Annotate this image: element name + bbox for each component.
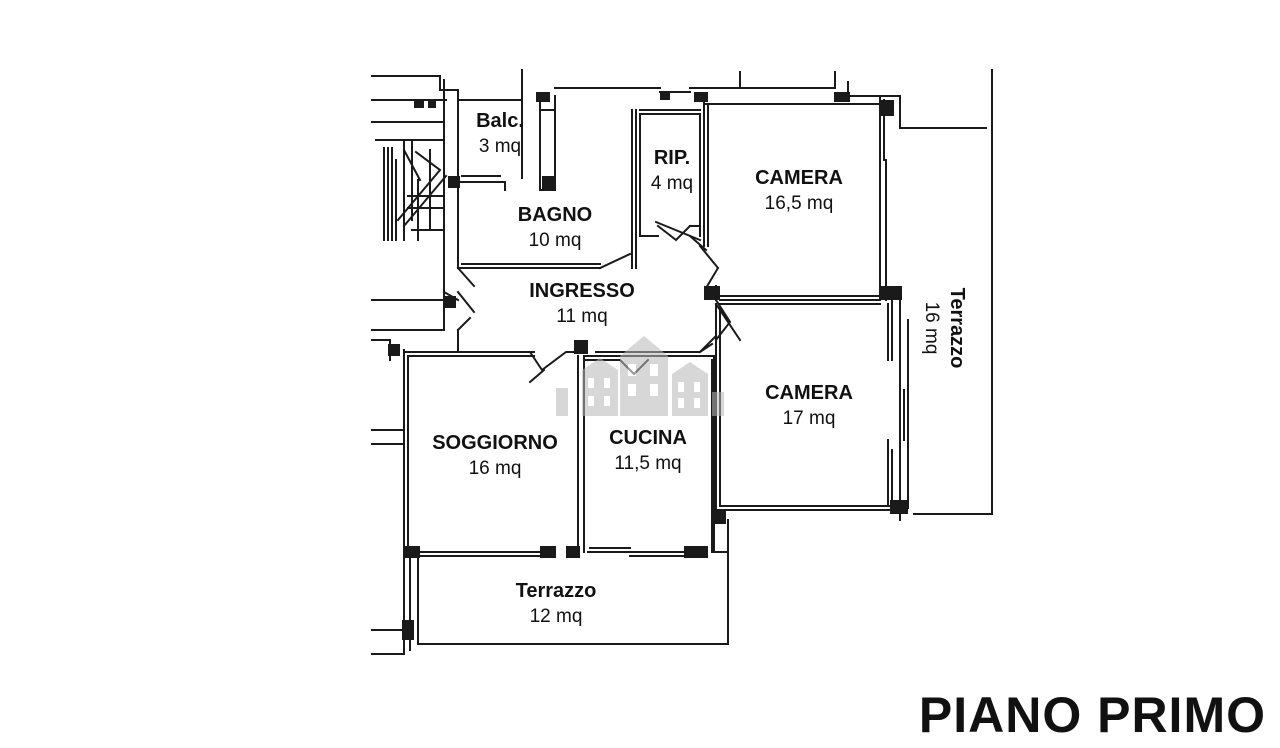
column xyxy=(880,286,902,300)
column xyxy=(444,296,456,308)
column xyxy=(414,100,424,108)
wall-terrazzo-east xyxy=(899,69,993,515)
room-name: CAMERA xyxy=(755,167,843,189)
column xyxy=(880,100,894,116)
room-label-balcone: Balc. 3 mq xyxy=(476,108,524,160)
room-label-ingresso: INGRESSO 11 mq xyxy=(529,278,635,330)
room-label-soggiorno: SOGGIORNO 16 mq xyxy=(432,430,558,482)
staircase xyxy=(371,99,448,241)
column xyxy=(660,92,670,100)
column xyxy=(890,500,908,514)
building-watermark-icon xyxy=(556,336,724,416)
room-area: 16 mq xyxy=(468,458,522,479)
column xyxy=(566,546,580,558)
room-area: 12 mq xyxy=(529,606,583,627)
column xyxy=(536,92,550,102)
room-area: 10 mq xyxy=(528,230,582,251)
room-name: INGRESSO xyxy=(529,280,635,302)
room-area: 17 mq xyxy=(782,408,836,429)
room-area: 3 mq xyxy=(478,136,522,157)
column xyxy=(694,92,708,102)
room-area: 16,5 mq xyxy=(764,193,834,214)
floor-title: PIANO PRIMO xyxy=(918,687,1266,743)
room-name: Terrazzo xyxy=(515,580,597,602)
column xyxy=(834,92,850,102)
column xyxy=(704,286,720,300)
wall-camera-1 xyxy=(698,95,887,301)
wall-bagno xyxy=(457,101,637,270)
column xyxy=(684,546,708,558)
column xyxy=(428,100,436,108)
column xyxy=(542,176,554,190)
room-name: Terrazzo xyxy=(946,287,968,369)
room-label-cucina: CUCINA 11,5 mq xyxy=(609,425,687,477)
room-label-terrazzo-east: Terrazzo 16 mq xyxy=(918,248,970,408)
room-label-camera-1: CAMERA 16,5 mq xyxy=(755,165,843,217)
room-label-bagno: BAGNO 10 mq xyxy=(518,202,592,254)
room-label-terrazzo-south: Terrazzo 12 mq xyxy=(516,578,597,630)
wall-north xyxy=(371,69,901,101)
room-name: CUCINA xyxy=(609,427,687,449)
wall-ripostiglio xyxy=(639,109,702,242)
column xyxy=(448,176,460,188)
column xyxy=(540,546,556,558)
column xyxy=(404,546,420,558)
wall-terrazzo-south xyxy=(371,519,729,655)
room-name: SOGGIORNO xyxy=(432,432,558,454)
room-name: Balc. xyxy=(476,110,524,132)
room-name: RIP. xyxy=(653,147,691,169)
room-area: 4 mq xyxy=(650,173,694,194)
room-area: 16 mq xyxy=(921,301,942,355)
column xyxy=(574,340,588,354)
room-area: 11 mq xyxy=(556,306,608,327)
room-label-ripostiglio: RIP. 4 mq xyxy=(651,145,693,197)
column xyxy=(402,620,414,640)
column xyxy=(388,344,400,356)
column xyxy=(712,510,726,524)
room-name: CAMERA xyxy=(765,382,853,404)
room-label-camera-2: CAMERA 17 mq xyxy=(765,380,853,432)
room-name: BAGNO xyxy=(517,204,593,226)
room-area: 11,5 mq xyxy=(614,453,682,474)
